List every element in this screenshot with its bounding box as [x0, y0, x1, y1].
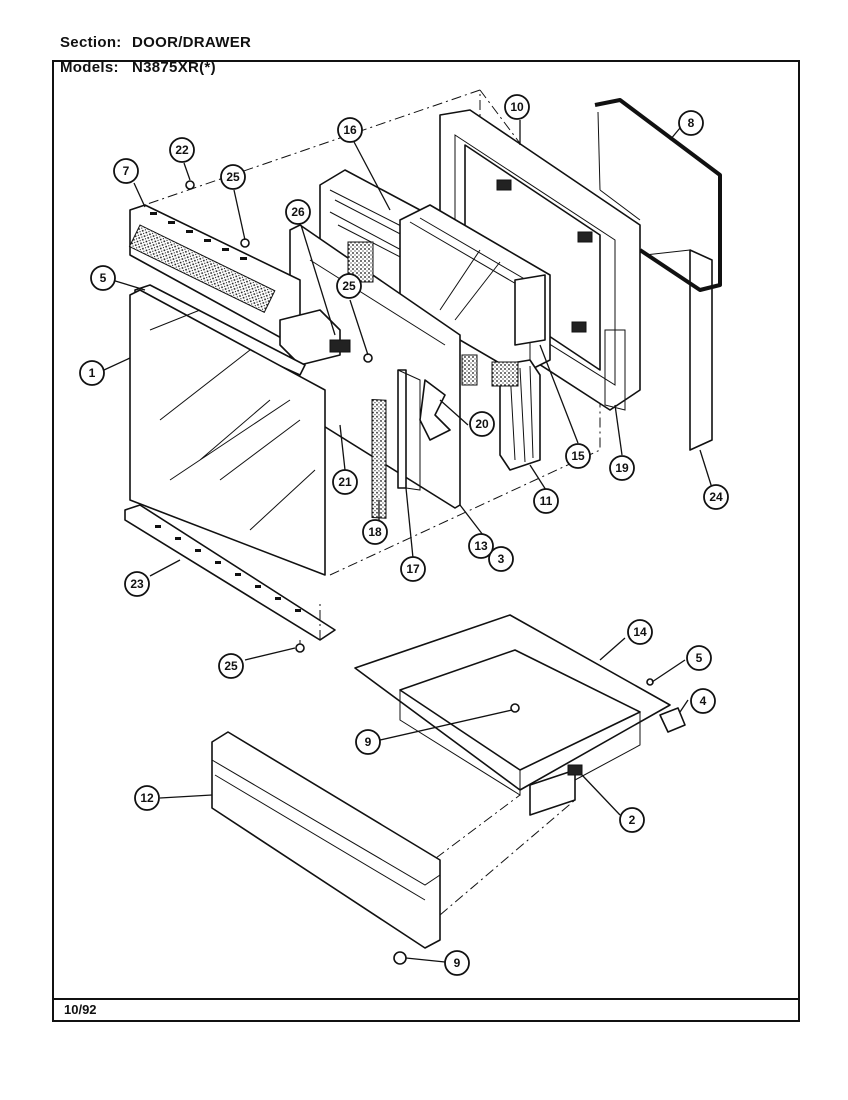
door-rod — [397, 369, 407, 489]
svg-text:14: 14 — [633, 625, 647, 639]
svg-text:12: 12 — [140, 791, 154, 805]
footer-divider — [52, 998, 800, 1000]
section-label: Section: — [60, 34, 122, 51]
part-callouts: 1 2 3 4 5 5 7 8 9 9 10 11 12 13 14 15 16… — [79, 94, 729, 976]
models-label: Models: — [60, 59, 119, 76]
screw-25a — [240, 238, 250, 248]
svg-text:20: 20 — [475, 417, 489, 431]
callout-9-tray: 9 — [355, 729, 381, 755]
svg-text:13: 13 — [474, 539, 488, 553]
door-gasket — [594, 98, 722, 292]
door-insulation-batt — [499, 359, 541, 471]
svg-text:24: 24 — [709, 490, 723, 504]
callout-12: 12 — [134, 785, 160, 811]
callout-21: 21 — [332, 469, 358, 495]
callout-25-mid: 25 — [336, 273, 362, 299]
callout-17: 17 — [400, 556, 426, 582]
callout-3: 3 — [488, 546, 514, 572]
screw-25c — [295, 643, 305, 653]
svg-text:26: 26 — [291, 205, 305, 219]
svg-text:5: 5 — [696, 651, 703, 665]
revision-date: 10/92 — [64, 1002, 97, 1017]
callout-20: 20 — [469, 411, 495, 437]
callout-25-top: 25 — [220, 164, 246, 190]
callout-26: 26 — [285, 199, 311, 225]
svg-text:1: 1 — [89, 366, 96, 380]
callout-19: 19 — [609, 455, 635, 481]
callout-14: 14 — [627, 619, 653, 645]
callout-9-knob: 9 — [444, 950, 470, 976]
drawer-front — [211, 731, 441, 949]
svg-text:9: 9 — [365, 735, 372, 749]
door-hinge-bracket — [419, 379, 451, 441]
callout-1: 1 — [79, 360, 105, 386]
svg-text:2: 2 — [629, 813, 636, 827]
screw-22 — [185, 180, 195, 190]
svg-text:21: 21 — [338, 475, 352, 489]
section-header: Section: DOOR/DRAWER — [60, 34, 251, 51]
svg-text:18: 18 — [368, 525, 382, 539]
svg-text:3: 3 — [498, 552, 505, 566]
svg-text:10: 10 — [510, 100, 524, 114]
callout-23: 23 — [124, 571, 150, 597]
callout-8: 8 — [678, 110, 704, 136]
drawer-assembly — [211, 614, 686, 965]
section-value: DOOR/DRAWER — [132, 34, 252, 51]
callout-15: 15 — [565, 443, 591, 469]
svg-text:16: 16 — [343, 123, 357, 137]
oven-door-assembly — [124, 89, 722, 653]
screw-25b — [363, 353, 373, 363]
svg-text:11: 11 — [540, 494, 553, 508]
callout-5-door: 5 — [90, 265, 116, 291]
svg-text:15: 15 — [571, 449, 585, 463]
svg-text:25: 25 — [226, 170, 240, 184]
svg-text:4: 4 — [700, 694, 707, 708]
diagram-frame — [52, 60, 800, 1022]
callout-11: 11 — [533, 488, 559, 514]
svg-text:17: 17 — [406, 562, 420, 576]
svg-text:23: 23 — [130, 577, 144, 591]
svg-text:8: 8 — [688, 116, 695, 130]
svg-text:22: 22 — [175, 143, 189, 157]
svg-text:5: 5 — [100, 271, 107, 285]
door-side-trim — [689, 249, 713, 451]
models-value: N3875XR(*) — [132, 59, 216, 76]
callout-25-bottom: 25 — [218, 653, 244, 679]
leader-lines — [103, 120, 713, 963]
svg-text:25: 25 — [342, 279, 356, 293]
callout-18: 18 — [362, 519, 388, 545]
callout-13: 13 — [468, 533, 494, 559]
callout-2: 2 — [619, 807, 645, 833]
callout-5-drawer: 5 — [686, 645, 712, 671]
drawer-clip — [659, 707, 686, 733]
callout-10: 10 — [504, 94, 530, 120]
callout-24: 24 — [703, 484, 729, 510]
models-header: Models: N3875XR(*) — [60, 59, 216, 76]
svg-text:25: 25 — [224, 659, 238, 673]
callout-4: 4 — [690, 688, 716, 714]
outer-door-glass — [129, 289, 326, 576]
drawer-roller — [567, 764, 583, 776]
callout-22: 22 — [169, 137, 195, 163]
callout-16: 16 — [337, 117, 363, 143]
svg-text:7: 7 — [123, 164, 130, 178]
drawer-knob — [393, 951, 407, 965]
svg-text:19: 19 — [615, 461, 629, 475]
svg-text:9: 9 — [454, 956, 461, 970]
door-switch — [279, 309, 341, 366]
callout-7: 7 — [113, 158, 139, 184]
